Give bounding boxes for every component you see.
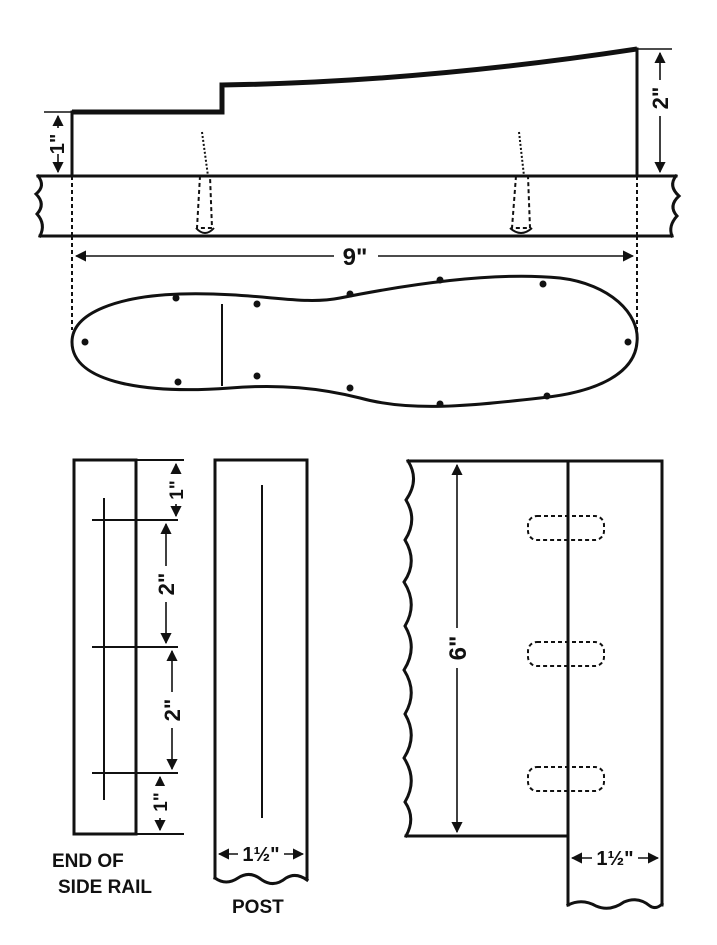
side-panel: 6" 1½" [402,458,665,910]
side-height-label: 6" [445,636,472,661]
rail-dim-mid1-label: 2" [154,573,179,596]
caption-end-of-line1: END OF [52,851,124,872]
caption-end-of-line2: SIDE RAIL [58,877,152,898]
sole-outline [70,274,639,408]
rail-dim-top-label: 1" [167,480,188,500]
dim-right-height: 2" [637,48,673,174]
screw-left [195,131,215,234]
board-break-right [669,173,682,238]
dim-right-height-label: 2" [648,87,673,110]
caption-post: POST [232,897,284,918]
rail-dim-mid2-label: 2" [160,699,185,722]
mortise-1 [527,515,605,541]
mortise-2 [527,641,605,667]
nail-holes [81,276,632,408]
board-break-left [33,173,44,239]
dim-length: 9" [71,236,638,330]
panel-wavy-left [402,458,415,839]
post-width-label: 1½" [242,844,279,866]
post: 1½" POST [212,458,310,918]
dim-left-height: 1" [44,111,72,174]
screw-right [509,131,533,234]
end-of-side-rail: 1" 2" 2" 1" END OF SIDE RAIL [52,458,188,898]
side-width-label: 1½" [596,848,633,870]
dim-left-height-label: 1" [47,134,69,155]
top-profile [72,46,638,115]
mortise-3 [527,766,605,792]
dim-length-label: 9" [343,244,368,271]
rail-dim-bottom-label: 1" [151,792,172,812]
side-elevation: 1" 2" 9" [33,46,682,330]
